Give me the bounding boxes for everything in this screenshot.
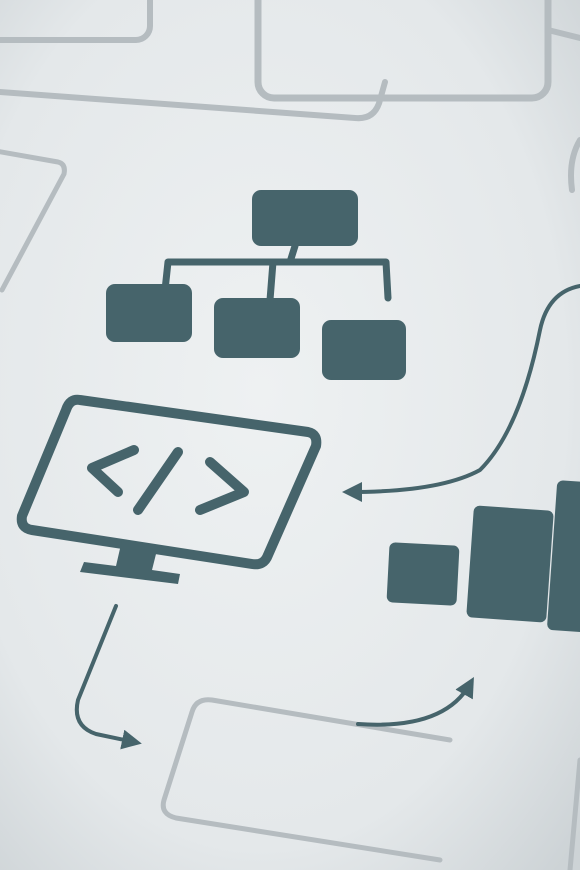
code-bracket-left <box>87 445 139 497</box>
faded-box-left <box>0 149 67 293</box>
monitor-screen <box>16 394 322 570</box>
arrow-monitor-to-box <box>74 604 142 750</box>
bar-chart-icon <box>386 480 580 634</box>
faded-connector-top <box>0 79 388 122</box>
bottom-box <box>160 697 453 863</box>
bar-chart-bar-1 <box>386 542 460 606</box>
faded-box-right-edge <box>568 137 580 193</box>
faded-box-top-left <box>0 0 153 43</box>
bar-chart-bar-2 <box>466 505 554 623</box>
code-bracket-right <box>195 457 249 515</box>
monitor-icon <box>16 394 322 584</box>
faded-top-boxes <box>0 0 580 193</box>
arrow-box-to-chart <box>356 677 474 727</box>
hierarchy-connector <box>161 242 392 304</box>
faded-connector-top-right <box>545 27 580 41</box>
faded-box-bottom-right <box>567 757 580 870</box>
arrow-chart-to-monitor <box>342 284 580 502</box>
code-brackets-icon <box>87 445 249 515</box>
bar-chart-bar-3 <box>547 480 580 634</box>
monitor-stand <box>80 540 180 584</box>
code-slash <box>133 447 183 515</box>
hierarchy-child-node-right <box>322 320 406 380</box>
hierarchy-icon <box>106 190 406 380</box>
faded-box-top-center <box>254 0 552 102</box>
hierarchy-child-node-left <box>106 284 192 342</box>
hierarchy-top-node <box>252 190 358 246</box>
hierarchy-child-node-middle <box>214 298 300 358</box>
